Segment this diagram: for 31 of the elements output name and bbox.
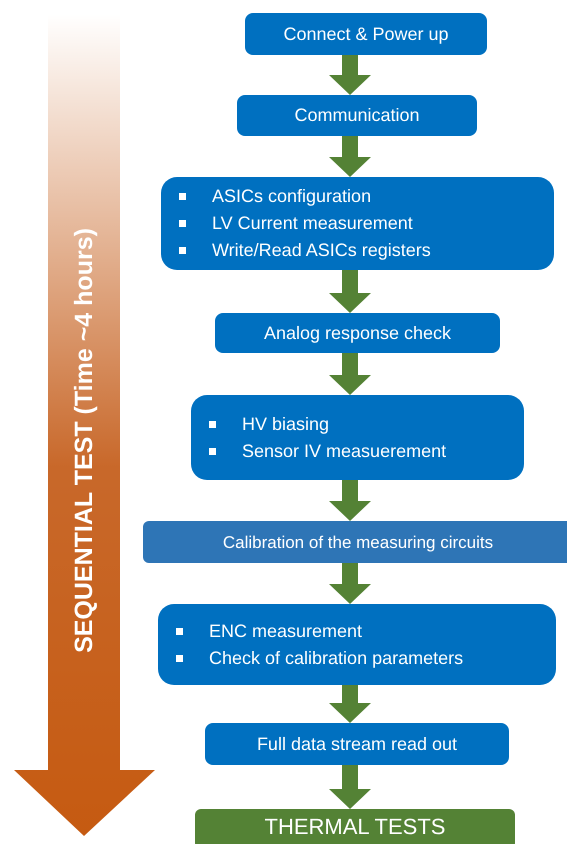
block-arrow — [329, 55, 371, 95]
block-arrow — [329, 480, 371, 521]
process-box — [158, 604, 556, 685]
block-arrow — [329, 765, 371, 809]
block-arrow — [329, 353, 371, 395]
step-text: Write/Read ASICs registers — [212, 239, 431, 262]
step-text: Communication — [294, 104, 420, 127]
process-box — [237, 95, 477, 136]
step-text: Analog response check — [264, 322, 452, 345]
block-arrow — [329, 685, 371, 723]
block-arrow — [329, 136, 371, 177]
step-text: Sensor IV measuerement — [242, 440, 446, 462]
process-box — [205, 723, 509, 765]
step-text: Check of calibration parameters — [209, 646, 464, 670]
process-box — [215, 313, 500, 353]
step-text: ASICs configuration — [212, 185, 372, 208]
step-text: Full data stream read out — [256, 732, 458, 756]
step-text: HV biasing — [242, 412, 330, 436]
process-box — [161, 177, 554, 270]
step-text: THERMAL TESTS — [264, 813, 446, 840]
arrow-label: SEQUENTIAL TEST (Time ~4 hours) — [72, 228, 96, 652]
process-box — [191, 395, 524, 480]
step-text: Calibration of the measuring circuits — [222, 532, 494, 554]
step-text: LV Current measurement — [212, 212, 413, 235]
process-box — [143, 521, 567, 563]
step-text: Connect & Power up — [283, 22, 449, 46]
block-arrow — [329, 270, 371, 313]
final-step-box — [195, 809, 515, 844]
block-arrow — [329, 563, 371, 604]
process-box — [245, 13, 487, 55]
step-text: ENC measurement — [209, 620, 362, 642]
